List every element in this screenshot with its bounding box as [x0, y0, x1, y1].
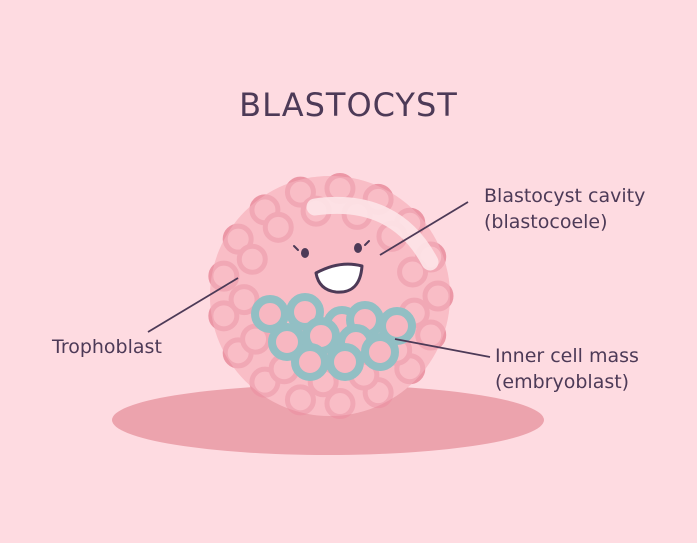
trophoblast-label: Trophoblast [52, 336, 162, 358]
trophoblast-cell [228, 284, 260, 316]
trophoblast-cell [222, 223, 254, 255]
trophoblast-cell [422, 280, 454, 312]
smiling-mouth [314, 262, 364, 294]
inner-cell [251, 295, 289, 333]
ground-shadow [112, 385, 544, 455]
inner-cell-mass-label-line1: Inner cell mass [495, 345, 639, 367]
inner-cell [378, 307, 416, 345]
inner-cell [291, 343, 329, 381]
trophoblast-cell [324, 388, 356, 420]
inner-cell-mass-label: Inner cell mass (embryoblast) [495, 343, 639, 395]
eyelash-right [364, 240, 370, 246]
trophoblast-cell [262, 211, 294, 243]
trophoblast-leader-line [147, 277, 239, 333]
blastocyst-cavity-label-line2: (blastocoele) [484, 211, 608, 233]
right-eye [354, 243, 362, 253]
inner-cell [268, 323, 306, 361]
trophoblast-cell [208, 300, 240, 332]
inner-cell [361, 333, 399, 371]
blastocyst-cavity-label: Blastocyst cavity (blastocoele) [484, 183, 645, 235]
eyelash-left [293, 245, 299, 251]
left-eye [301, 248, 309, 258]
inner-cell [326, 343, 364, 381]
blastocyst-cavity-label-line1: Blastocyst cavity [484, 185, 646, 207]
diagram-title: BLASTOCYST [239, 86, 458, 124]
inner-cell-mass [251, 293, 416, 381]
trophoblast-cell [397, 256, 429, 288]
trophoblast-cell [236, 243, 268, 275]
sphere-highlight [306, 196, 439, 271]
trophoblast-cell [415, 319, 447, 351]
cavity-leader-line [379, 201, 469, 256]
smiling-face [293, 240, 370, 294]
inner-cell-mass-label-line2: (embryoblast) [495, 371, 630, 393]
trophoblast-cell [284, 384, 316, 416]
icm-leader-line [394, 338, 491, 358]
